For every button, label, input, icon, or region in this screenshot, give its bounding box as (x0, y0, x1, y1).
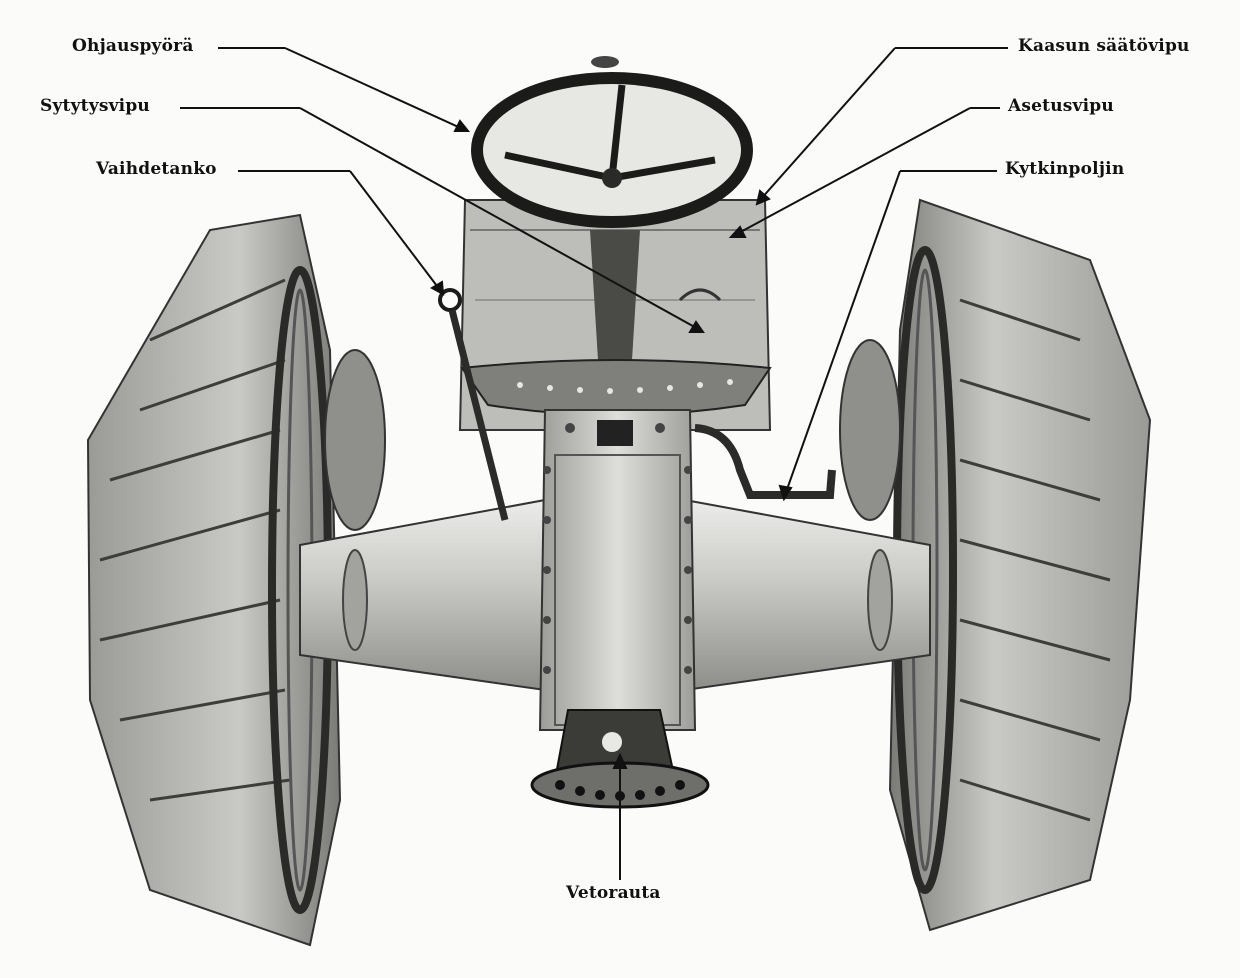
label-ohjauspyora: Ohjauspyörä (72, 36, 194, 56)
gear-shift-rod (438, 288, 509, 521)
rear-axle (299, 498, 931, 692)
label-kaasun-saatovipu: Kaasun säätövipu (1018, 36, 1190, 56)
leader-lines (180, 47, 1008, 880)
differential-housing (538, 409, 697, 731)
label-asetusvipu: Asetusvipu (1008, 96, 1114, 116)
seat (460, 359, 772, 416)
right-rear-wheel (839, 198, 1152, 932)
label-kytkinpoljin: Kytkinpoljin (1005, 159, 1125, 179)
clutch-pedal (694, 424, 836, 499)
label-vaihdetanko: Vaihdetanko (96, 159, 217, 179)
steering-wheel (471, 56, 753, 228)
label-vetorauta: Vetorauta (566, 883, 661, 903)
label-sytytysvipu: Sytytysvipu (40, 96, 150, 116)
